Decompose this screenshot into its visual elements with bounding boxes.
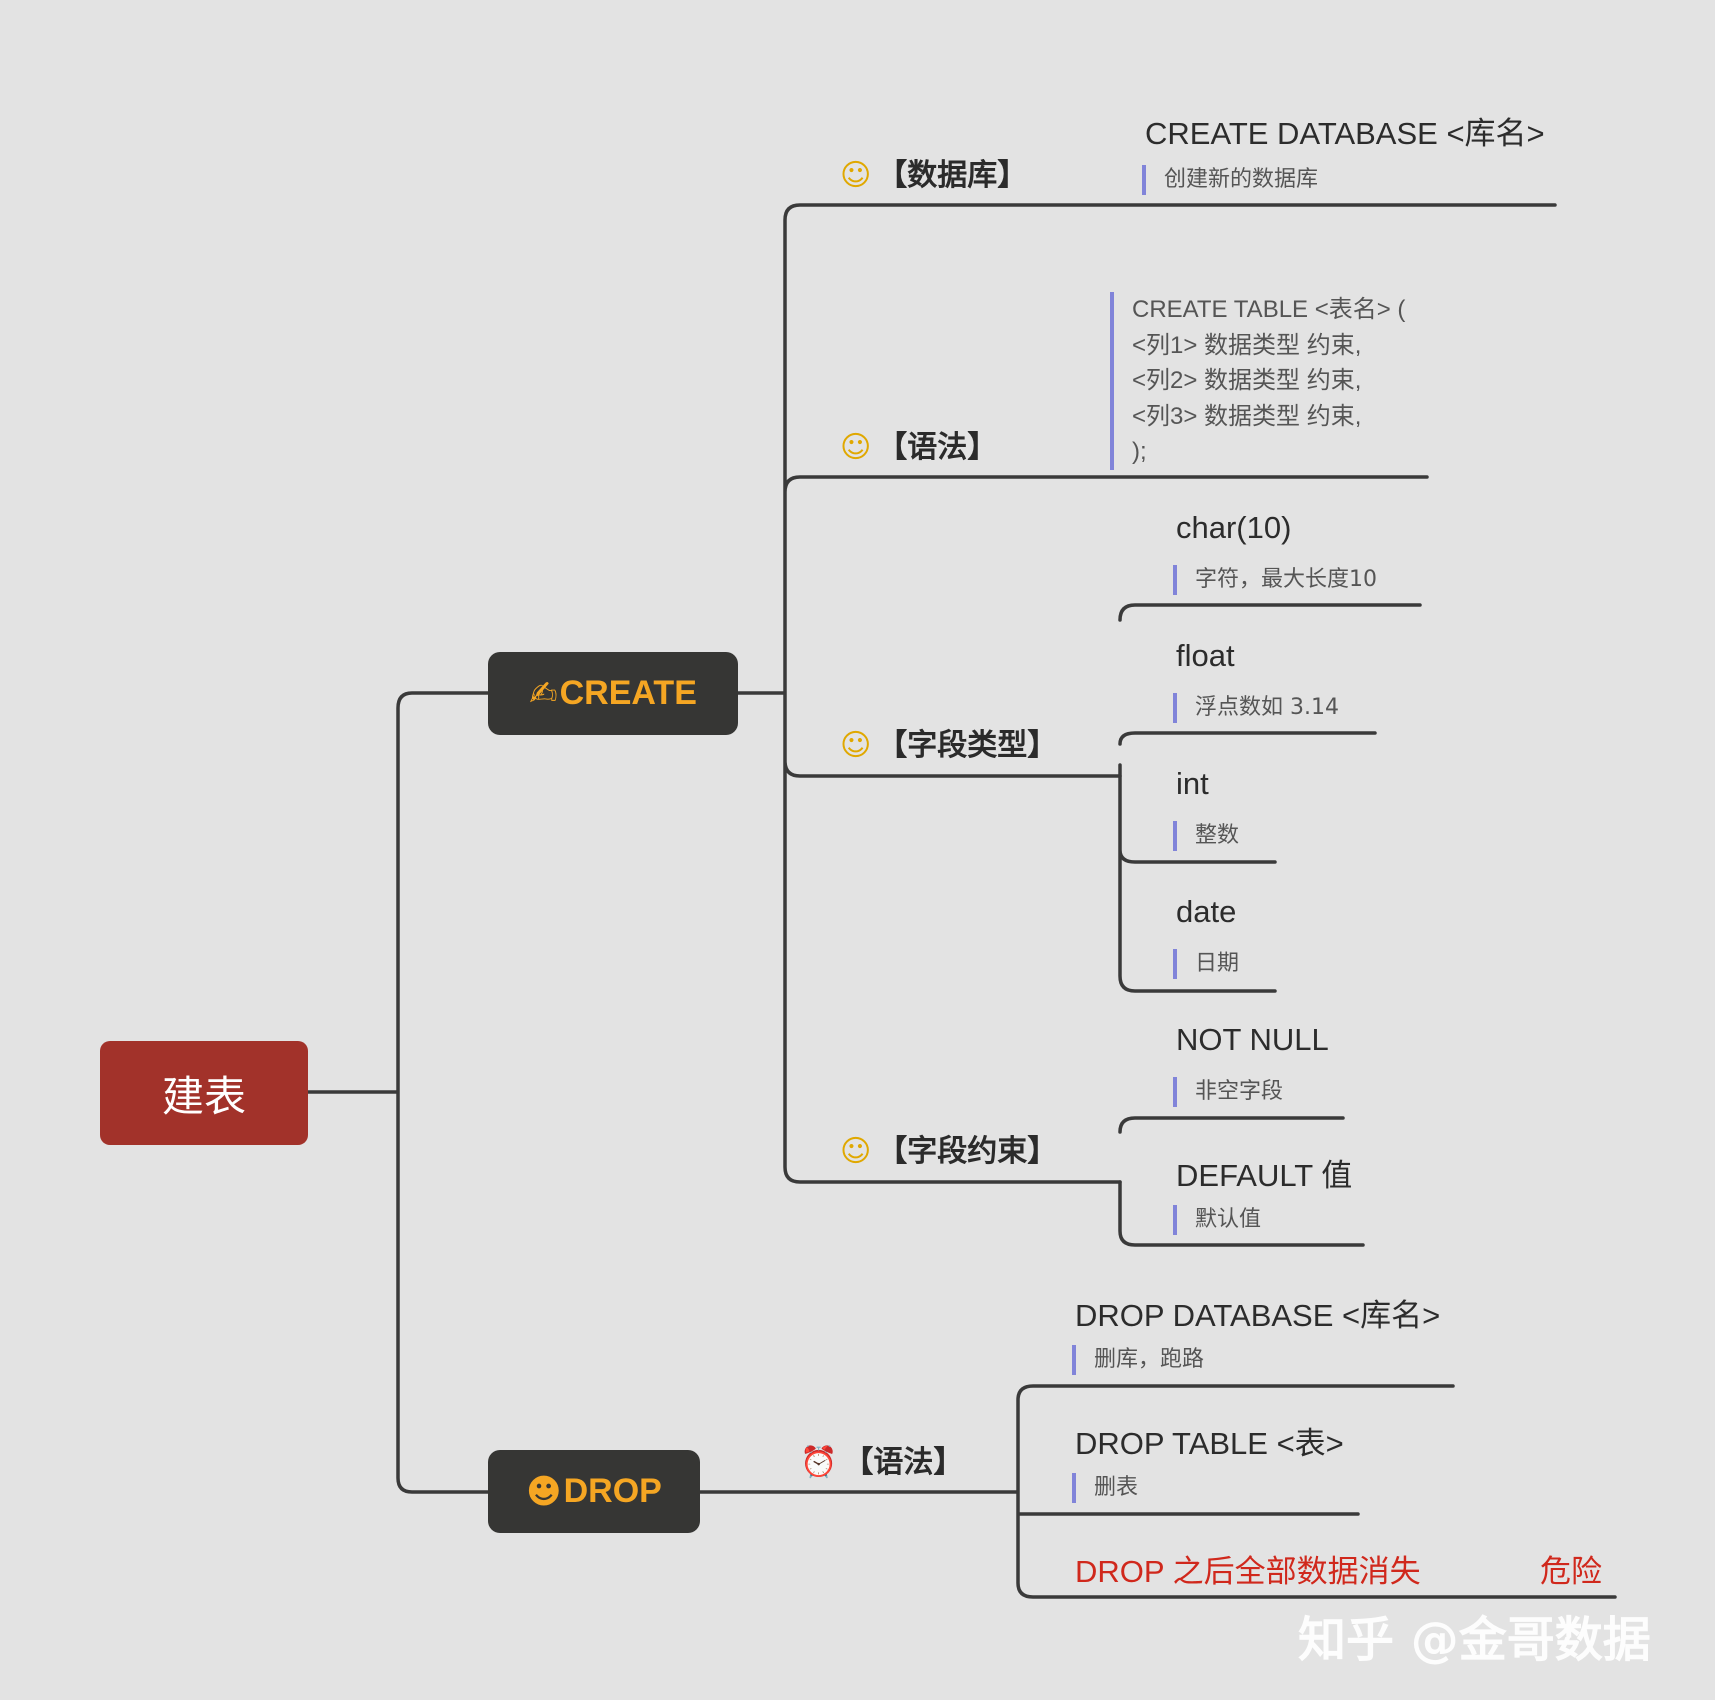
leaf-not-null-note: 非空字段 bbox=[1173, 1077, 1283, 1107]
connector-root-spine bbox=[306, 691, 492, 1494]
branch-field-types-label: 【字段类型】 bbox=[877, 728, 1058, 763]
leaf-drop-database-note: 删库，跑路 bbox=[1072, 1345, 1204, 1375]
leaf-drop-table-title[interactable]: DROP TABLE <表> bbox=[1075, 1426, 1344, 1461]
watermark: 知乎 @金哥数据 bbox=[1298, 1612, 1651, 1668]
syntax-line: <列3> 数据类型 约束, bbox=[1132, 402, 1362, 430]
branch-database-label: 【数据库】 bbox=[877, 158, 1028, 193]
leaf-drop-table-note: 删表 bbox=[1072, 1473, 1138, 1503]
syntax-line: ); bbox=[1132, 438, 1147, 465]
star-struck-face-icon: ☻ bbox=[526, 1471, 562, 1512]
leaf-float-title[interactable]: float bbox=[1176, 638, 1235, 673]
leaf-int-note: 整数 bbox=[1173, 821, 1239, 851]
branch-drop-syntax-label: 【语法】 bbox=[843, 1445, 964, 1480]
leaf-drop-database-title[interactable]: DROP DATABASE <库名> bbox=[1075, 1298, 1441, 1333]
branch-field-constraints-label: 【字段约束】 bbox=[877, 1134, 1058, 1169]
root-label: 建表 bbox=[161, 1071, 246, 1121]
leaf-date-note: 日期 bbox=[1173, 949, 1239, 979]
leaf-date-title[interactable]: date bbox=[1176, 894, 1237, 929]
branch-syntax-label: 【语法】 bbox=[877, 430, 998, 465]
drop-node[interactable]: ☻ DROP bbox=[488, 1450, 700, 1533]
create-label: CREATE bbox=[559, 674, 697, 712]
drop-warning-tag: 危险 bbox=[1540, 1554, 1602, 1589]
syntax-line: <列1> 数据类型 约束, bbox=[1132, 331, 1362, 359]
writing-hand-icon: ✍ bbox=[529, 673, 558, 714]
smiley-face-icon: ☺ bbox=[840, 158, 872, 193]
branch-database[interactable]: ☺【数据库】 bbox=[840, 150, 1027, 194]
branch-field-types[interactable]: ☺【字段类型】 bbox=[840, 720, 1057, 764]
connector-constraints-spine bbox=[1118, 1116, 1365, 1247]
leaf-default-title[interactable]: DEFAULT 值 bbox=[1176, 1158, 1353, 1193]
smiley-face-icon: ☺ bbox=[840, 728, 872, 763]
connector-create-spine bbox=[736, 203, 1557, 1184]
leaf-default-note: 默认值 bbox=[1173, 1205, 1261, 1235]
alarm-clock-icon: ⏰ bbox=[800, 1445, 838, 1480]
leaf-float-note: 浮点数如 3.14 bbox=[1173, 693, 1339, 723]
drop-label: DROP bbox=[563, 1472, 662, 1510]
smiley-face-icon: ☺ bbox=[840, 430, 872, 465]
leaf-not-null-title[interactable]: NOT NULL bbox=[1176, 1022, 1329, 1057]
smiley-face-icon: ☺ bbox=[840, 1134, 872, 1169]
syntax-line: CREATE TABLE <表名> ( bbox=[1132, 296, 1406, 323]
connector-drop-spine bbox=[698, 1384, 1617, 1599]
branch-syntax[interactable]: ☺【语法】 bbox=[840, 422, 997, 466]
leaf-int-title[interactable]: int bbox=[1176, 766, 1209, 801]
drop-warning-text[interactable]: DROP 之后全部数据消失 bbox=[1075, 1554, 1421, 1589]
branch-field-constraints[interactable]: ☺【字段约束】 bbox=[840, 1126, 1057, 1170]
root-node[interactable]: 建表 bbox=[100, 1041, 308, 1145]
leaf-char-note: 字符，最大长度10 bbox=[1173, 565, 1377, 595]
create-table-syntax-block[interactable]: CREATE TABLE <表名> ( <列1> 数据类型 约束, <列2> 数… bbox=[1110, 292, 1405, 470]
leaf-create-database-note: 创建新的数据库 bbox=[1142, 165, 1318, 195]
leaf-char-title[interactable]: char(10) bbox=[1176, 510, 1292, 545]
leaf-create-database-title[interactable]: CREATE DATABASE <库名> bbox=[1145, 116, 1545, 151]
syntax-line: <列2> 数据类型 约束, bbox=[1132, 367, 1362, 394]
branch-drop-syntax[interactable]: ⏰【语法】 bbox=[800, 1437, 963, 1481]
connector-types-spine bbox=[1118, 603, 1422, 993]
create-node[interactable]: ✍ CREATE bbox=[488, 652, 738, 735]
